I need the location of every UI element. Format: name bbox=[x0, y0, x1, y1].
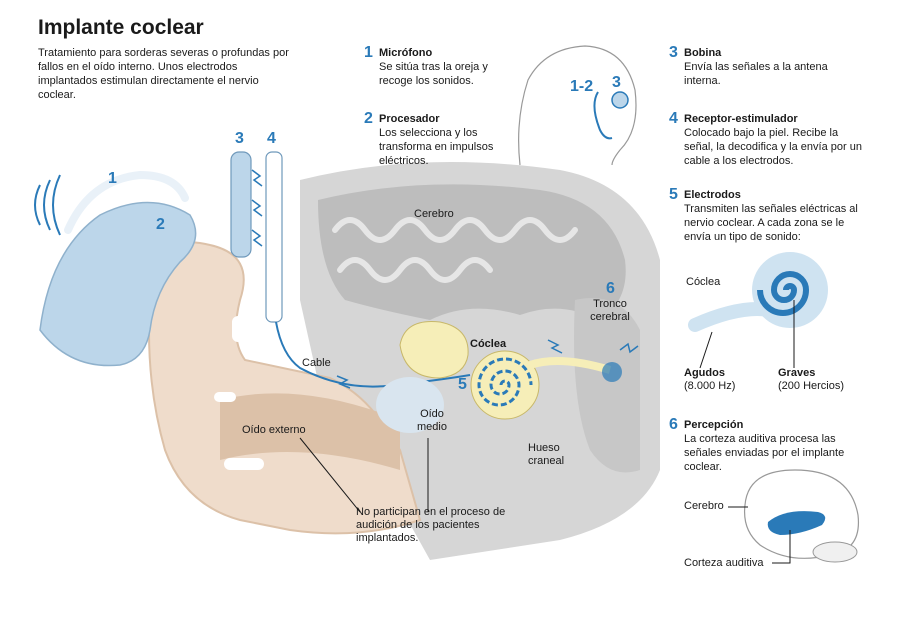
step-number: 2 bbox=[364, 110, 373, 127]
label-no-participan: No participan en el proceso de audición … bbox=[356, 506, 506, 544]
electrode-cable bbox=[275, 321, 471, 388]
coil-device bbox=[230, 151, 252, 258]
device-label-3: 3 bbox=[235, 130, 244, 147]
ear-label-1: 1 bbox=[108, 170, 117, 187]
receiver-device bbox=[265, 151, 283, 323]
ear-label-2: 2 bbox=[156, 216, 165, 233]
step-heading: Micrófono bbox=[379, 47, 433, 59]
step-heading: Bobina bbox=[684, 47, 722, 59]
microphone-hook bbox=[64, 170, 189, 234]
ear-canal bbox=[220, 393, 400, 470]
step-body: Colocado bajo la piel. Recibe la señal, … bbox=[684, 127, 862, 167]
sound-waves bbox=[34, 174, 61, 236]
head-label-1-2: 1-2 bbox=[570, 78, 594, 95]
ear-fold-3 bbox=[224, 458, 264, 470]
leader-agudos bbox=[699, 331, 713, 369]
brainstem bbox=[574, 298, 640, 473]
step-receiver: 4 Receptor-estimulador Colocado bajo la … bbox=[669, 110, 869, 168]
label-graves: Graves bbox=[778, 367, 816, 379]
ear-fold-2 bbox=[214, 392, 236, 402]
label-electrodes-number: 5 bbox=[458, 376, 467, 393]
label-oido-externo: Oído externo bbox=[242, 424, 306, 436]
middle-ear-cavity bbox=[376, 377, 444, 433]
step-number: 1 bbox=[364, 44, 373, 61]
step-coil: 3 Bobina Envía las señales a la antena i… bbox=[669, 44, 839, 88]
auditory-nerve bbox=[528, 357, 612, 374]
vestibular-system bbox=[399, 320, 469, 379]
step-microphone: 1 Micrófono Se sitúa tras la oreja y rec… bbox=[364, 44, 504, 88]
step-body: Envía las señales a la antena interna. bbox=[684, 61, 828, 87]
step-heading: Electrodos bbox=[684, 189, 741, 201]
brain-folds bbox=[332, 217, 578, 283]
cable-zigzag bbox=[336, 375, 351, 389]
step-body: Se sitúa tras la oreja y recoge los soni… bbox=[379, 61, 488, 87]
label-cable: Cable bbox=[302, 357, 331, 369]
step-number: 3 bbox=[669, 44, 678, 61]
leader-outer-ear bbox=[299, 437, 361, 513]
intro-text: Tratamiento para sorderas severas o prof… bbox=[38, 47, 289, 101]
label-tronco-cerebral: Tronco cerebral bbox=[590, 298, 630, 323]
label-agudos: Agudos bbox=[684, 367, 725, 379]
signal-zigzags bbox=[251, 169, 263, 247]
step-number: 6 bbox=[669, 416, 678, 433]
leader-cortex bbox=[772, 530, 791, 564]
step-body: Los selecciona y los transforma en impul… bbox=[379, 127, 494, 167]
label-graves-hz: (200 Hercios) bbox=[778, 380, 845, 392]
nerve-zigzag bbox=[547, 339, 639, 354]
label-hueso-craneal: Hueso craneal bbox=[528, 442, 565, 467]
step-heading: Procesador bbox=[379, 113, 440, 125]
detail-spiral bbox=[757, 271, 810, 316]
label-agudos-hz: (8.000 Hz) bbox=[684, 380, 736, 392]
label-tronco-number: 6 bbox=[606, 280, 615, 297]
head-processor bbox=[593, 91, 613, 140]
label-corteza-auditiva: Corteza auditiva bbox=[684, 557, 764, 569]
cochlea-electrode-spiral bbox=[477, 357, 533, 407]
head-silhouette bbox=[518, 45, 637, 166]
page-title: Implante coclear bbox=[38, 16, 204, 39]
detail-auditory-cortex bbox=[767, 511, 826, 535]
step-number: 4 bbox=[669, 110, 678, 127]
step-electrodes: 5 Electrodos Transmiten las señales eléc… bbox=[669, 186, 869, 244]
step-perception: 6 Percepción La corteza auditiva procesa… bbox=[669, 416, 869, 474]
detail-cerebellum bbox=[812, 541, 858, 563]
step-body: Transmiten las señales eléctricas al ner… bbox=[684, 203, 858, 243]
processor-device bbox=[39, 201, 197, 367]
step-heading: Percepción bbox=[684, 419, 744, 431]
step-heading: Receptor-estimulador bbox=[684, 113, 798, 125]
ear-fold-1 bbox=[232, 316, 244, 342]
label-oido-medio: Oído medio bbox=[417, 408, 447, 433]
head-label-3: 3 bbox=[612, 74, 621, 91]
brain-label-cerebro: Cerebro bbox=[684, 500, 724, 512]
detail-cochlea bbox=[752, 252, 828, 328]
detail-label-coclea: Cóclea bbox=[686, 276, 721, 288]
step-processor: 2 Procesador Los selecciona y los transf… bbox=[364, 110, 504, 168]
brain-tissue bbox=[318, 184, 626, 320]
label-coclea: Cóclea bbox=[470, 338, 507, 350]
step-body: La corteza auditiva procesa las señales … bbox=[684, 433, 845, 473]
device-label-4: 4 bbox=[267, 130, 276, 147]
head-coil bbox=[611, 91, 629, 109]
step-number: 5 bbox=[669, 186, 678, 203]
label-cerebro: Cerebro bbox=[414, 208, 454, 220]
brainstem-glow bbox=[602, 362, 622, 382]
